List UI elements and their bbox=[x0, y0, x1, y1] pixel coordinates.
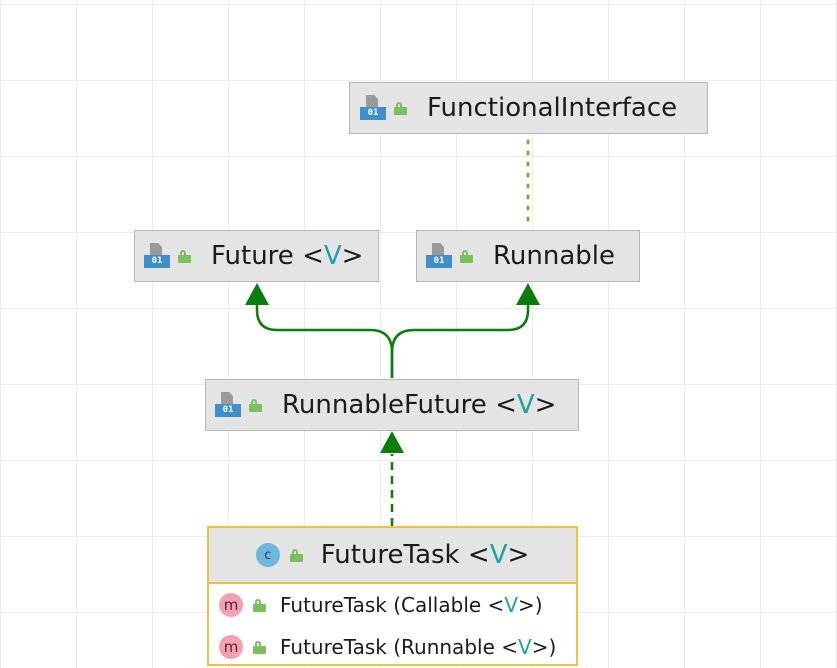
lock-icon bbox=[394, 101, 407, 115]
node-title: Future <V> bbox=[211, 241, 364, 271]
interface-icon: 01 bbox=[144, 243, 170, 269]
lock-icon bbox=[460, 249, 473, 263]
lock-icon bbox=[253, 640, 266, 654]
node-runnable[interactable]: 01 Runnable bbox=[416, 230, 640, 282]
node-name: FutureTask bbox=[320, 540, 460, 570]
interface-icon: 01 bbox=[360, 95, 386, 121]
class-icon: c bbox=[255, 543, 280, 567]
member-param: Callable bbox=[401, 593, 482, 617]
method-icon: m bbox=[219, 593, 243, 617]
node-title: FunctionalInterface bbox=[427, 93, 678, 123]
node-future[interactable]: 01 Future <V> bbox=[134, 230, 379, 282]
lock-icon bbox=[253, 598, 266, 612]
arrowhead-future bbox=[245, 283, 269, 305]
lock-icon bbox=[249, 398, 262, 412]
method-icon: m bbox=[219, 635, 243, 659]
member-row[interactable]: m FutureTask (Runnable <V>) bbox=[209, 626, 576, 668]
arrowhead-runnablefuture bbox=[380, 431, 404, 453]
type-param: V bbox=[504, 593, 518, 617]
arrowhead-runnable bbox=[516, 283, 540, 305]
member-row[interactable]: m FutureTask (Callable <V>) bbox=[209, 584, 576, 626]
type-param: V bbox=[323, 241, 342, 271]
node-name: RunnableFuture bbox=[282, 390, 487, 420]
node-title: RunnableFuture <V> bbox=[282, 390, 557, 420]
member-name: FutureTask bbox=[280, 635, 387, 659]
interface-icon: 01 bbox=[426, 243, 452, 269]
interface-icon: 01 bbox=[215, 392, 241, 418]
edge-runnablefuture-runnable bbox=[390, 300, 530, 378]
member-param: Runnable bbox=[401, 635, 495, 659]
lock-icon bbox=[178, 249, 191, 263]
type-param: V bbox=[516, 390, 535, 420]
node-title: Runnable bbox=[493, 241, 615, 271]
node-name: Future bbox=[211, 241, 294, 271]
edges-layer bbox=[245, 139, 540, 526]
member-name: FutureTask bbox=[280, 593, 387, 617]
edge-runnablefuture-future bbox=[255, 300, 394, 378]
node-functional-interface[interactable]: 01 FunctionalInterface bbox=[349, 82, 708, 134]
node-future-task[interactable]: c FutureTask <V> m FutureTask (Callable … bbox=[207, 526, 578, 666]
node-runnable-future[interactable]: 01 RunnableFuture <V> bbox=[205, 379, 579, 431]
node-header[interactable]: c FutureTask <V> bbox=[209, 528, 576, 584]
type-param: V bbox=[518, 635, 532, 659]
type-param: V bbox=[489, 540, 508, 570]
node-title: FutureTask <V> bbox=[320, 540, 530, 570]
lock-icon bbox=[289, 548, 303, 562]
